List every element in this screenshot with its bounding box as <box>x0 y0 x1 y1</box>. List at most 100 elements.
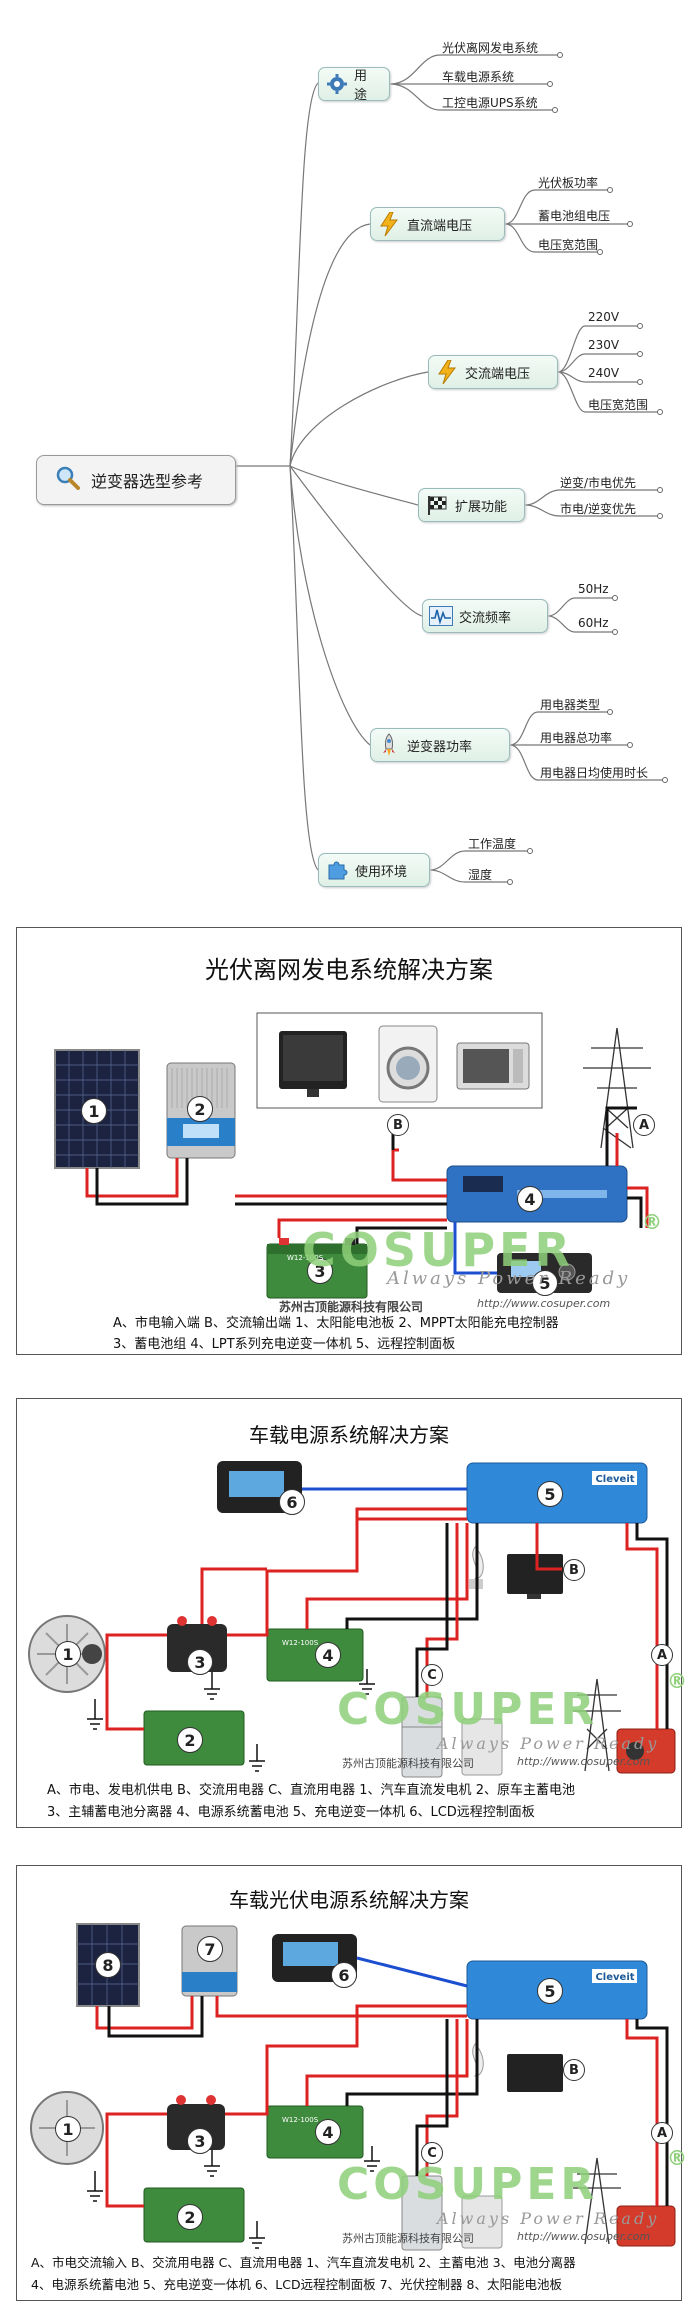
leaf-item: 车载电源系统 <box>442 70 515 84</box>
battery-label: W12-100S <box>282 1639 319 1647</box>
marker-7: 7 <box>197 1936 223 1962</box>
grid-input-label: A <box>651 2122 673 2144</box>
leaf-item: 50Hz <box>578 582 609 596</box>
category-label: 用途 <box>354 69 368 103</box>
marker-6: 6 <box>279 1489 305 1515</box>
gear-icon <box>325 72 348 96</box>
connector-dot <box>597 249 603 255</box>
connector-dot <box>547 81 553 87</box>
battery-label: W12-100S <box>287 1254 324 1262</box>
category-label: 逆变器功率 <box>407 739 473 755</box>
leaf-item: 用电器类型 <box>540 698 601 712</box>
category-ac-frequency: 交流频率 <box>422 599 548 633</box>
registered-mark: ® <box>667 2146 687 2170</box>
leaf-item: 光伏板功率 <box>538 176 599 190</box>
leaf-item: 用电器总功率 <box>540 731 613 745</box>
leaf-item: 230V <box>588 338 620 352</box>
leaf-item: 240V <box>588 366 620 380</box>
solar-offgrid-diagram <box>54 1012 651 1299</box>
connector-dot <box>657 409 663 415</box>
root-node: 逆变器选型参考 <box>36 455 236 505</box>
slogan-watermark: Always Power Ready <box>387 1268 631 1289</box>
category-label: 交流频率 <box>459 610 512 626</box>
leaf-item: 工控电源UPS系统 <box>442 96 538 110</box>
marker-2: 2 <box>177 1727 203 1753</box>
caption-line-1: A、市电输入端 B、交流输出端 1、太阳能电池板 2、MPPT太阳能充电控制器 <box>113 1316 559 1331</box>
category-environment: 使用环境 <box>318 853 430 887</box>
caption-line-1: A、市电交流输入 B、交流用电器 C、直流用电器 1、汽车直流发电机 2、主蓄电… <box>31 2255 576 2270</box>
category-label: 直流端电压 <box>407 218 473 234</box>
leaf-item: 光伏离网发电系统 <box>442 41 539 55</box>
connector-dot <box>637 351 643 357</box>
connector-dot <box>612 595 618 601</box>
slogan-watermark: Always Power Ready <box>437 2209 660 2228</box>
brand-watermark: COSUPER <box>337 2159 599 2210</box>
battery-label: W12-100S <box>282 2116 319 2124</box>
ac-input-label: A <box>633 1114 655 1136</box>
company-name: 苏州古顶能源科技有限公司 <box>342 1757 474 1770</box>
ac-appliance-label: B <box>563 2059 585 2081</box>
category-inverter-power: 逆变器功率 <box>370 728 510 762</box>
marker-4: 4 <box>517 1186 543 1212</box>
marker-2: 2 <box>187 1096 213 1122</box>
mindmap-connectors <box>236 54 665 883</box>
registered-mark: ® <box>642 1210 662 1234</box>
leaf-item: 电压宽范围 <box>538 238 599 252</box>
connector-dot <box>657 487 663 493</box>
marker-5: 5 <box>537 1481 563 1507</box>
marker-2: 2 <box>177 2204 203 2230</box>
marker-1: 1 <box>81 1098 107 1124</box>
connector-dot <box>607 709 613 715</box>
leaf-item: 60Hz <box>578 616 609 630</box>
connector-dot <box>637 323 643 329</box>
marker-3: 3 <box>187 2128 213 2154</box>
connector-dot <box>527 848 533 854</box>
leaf-item: 工作温度 <box>468 837 517 851</box>
panel-title: 车载电源系统解决方案 <box>249 1423 449 1447</box>
leaf-item: 用电器日均使用时长 <box>540 766 649 780</box>
company-url: http://www.cosuper.com <box>517 2230 651 2243</box>
checkered-flag-icon <box>425 493 449 517</box>
caption-line-2: 4、电源系统蓄电池 5、充电逆变一体机 6、LCD远程控制面板 7、光伏控制器 … <box>31 2277 562 2292</box>
panel-title: 光伏离网发电系统解决方案 <box>205 956 493 984</box>
panel-title: 车载光伏电源系统解决方案 <box>229 1888 469 1912</box>
vehicle-solar-panel: 车载光伏电源系统解决方案 Cleveit <box>16 1865 687 2301</box>
category-ac-voltage: 交流端电压 <box>428 355 558 389</box>
company-url: http://www.cosuper.com <box>517 1755 651 1768</box>
vehicle-solar-diagram: Cleveit <box>30 1923 676 2251</box>
caption-line-2: 3、蓄电池组 4、LPT系列充电逆变一体机 5、远程控制面板 <box>113 1337 456 1352</box>
connector-dot <box>607 187 613 193</box>
marker-8: 8 <box>95 1952 121 1978</box>
leaf-item: 市电/逆变优先 <box>560 502 637 516</box>
vehicle-power-panel: 车载电源系统解决方案 Cleveit <box>16 1398 687 1828</box>
lightning-icon <box>435 360 459 384</box>
marker-1: 1 <box>55 2116 81 2142</box>
connector-dot <box>662 777 668 783</box>
connector-dot <box>627 221 633 227</box>
company-name: 苏州古顶能源科技有限公司 <box>342 2232 474 2245</box>
marker-3: 3 <box>187 1649 213 1675</box>
marker-6: 6 <box>331 1962 357 1988</box>
company-name: 苏州古顶能源科技有限公司 <box>279 1300 424 1314</box>
marker-4: 4 <box>315 1642 341 1668</box>
leaf-item: 220V <box>588 310 620 324</box>
leaf-item: 逆变/市电优先 <box>560 476 637 490</box>
connector-dot <box>637 379 643 385</box>
company-url: http://www.cosuper.com <box>477 1297 611 1310</box>
leaf-item: 湿度 <box>468 868 493 882</box>
marker-4: 4 <box>315 2119 341 2145</box>
connector-dot <box>627 742 633 748</box>
marker-3: 3 <box>307 1258 333 1284</box>
inverter-brand-text: Cleveit <box>595 1474 634 1485</box>
grid-generator-label: A <box>651 1644 673 1666</box>
marker-5: 5 <box>532 1270 558 1296</box>
connector-dot <box>557 52 563 58</box>
marker-5: 5 <box>537 1978 563 2004</box>
caption-line-2: 3、主辅蓄电池分离器 4、电源系统蓄电池 5、充电逆变一体机 6、LCD远程控制… <box>47 1805 535 1820</box>
inverter-brand-text: Cleveit <box>595 1972 634 1983</box>
registered-mark: ® <box>667 1669 687 1693</box>
slogan-watermark: Always Power Ready <box>437 1734 660 1753</box>
connector-dot <box>507 879 513 885</box>
leaf-item: 电压宽范围 <box>588 398 649 412</box>
magnifier-icon <box>55 465 81 495</box>
